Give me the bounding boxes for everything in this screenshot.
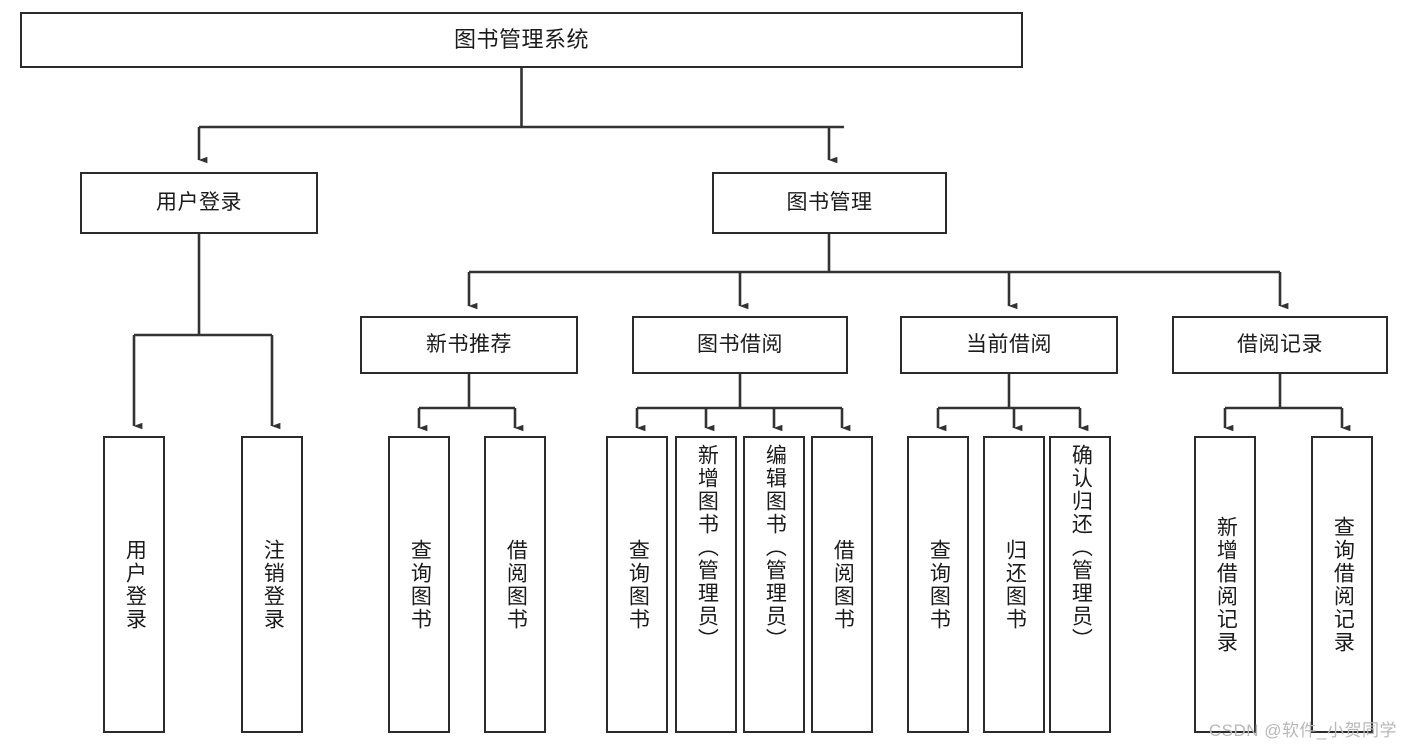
- node-leaf-user-login-label: 用户登录: [123, 538, 147, 631]
- node-leaf-query-book-borrow-label: 查询图书: [626, 538, 650, 631]
- node-current-borrow-label: 当前借阅: [966, 332, 1052, 356]
- node-book-borrow-label: 图书借阅: [697, 332, 783, 356]
- node-root-system[interactable]: 图书管理系统: [20, 12, 1023, 68]
- node-leaf-return-book[interactable]: 归还图书: [983, 436, 1045, 733]
- watermark-text: CSDN @软件_小贺同学: [1208, 721, 1397, 740]
- node-leaf-query-book-current-label: 查询图书: [927, 538, 951, 631]
- node-leaf-logout-login[interactable]: 注销登录: [241, 436, 303, 733]
- node-leaf-confirm-return[interactable]: 确认归还（管理员）: [1049, 436, 1111, 733]
- node-leaf-confirm-return-label: 确认归还（管理员）: [1069, 444, 1093, 651]
- node-new-book-rec-label: 新书推荐: [426, 332, 512, 356]
- node-leaf-query-book-rec-label: 查询图书: [408, 538, 432, 631]
- node-borrow-record-label: 借阅记录: [1237, 332, 1323, 356]
- node-leaf-query-record-label: 查询借阅记录: [1331, 515, 1355, 654]
- node-leaf-borrow-book-label: 借阅图书: [831, 538, 855, 631]
- node-book-manage[interactable]: 图书管理: [712, 172, 947, 234]
- node-leaf-logout-login-label: 注销登录: [261, 538, 285, 631]
- node-user-login[interactable]: 用户登录: [80, 172, 318, 234]
- node-leaf-edit-book-label: 编辑图书（管理员）: [763, 444, 787, 651]
- node-leaf-add-record-label: 新增借阅记录: [1214, 515, 1238, 654]
- node-leaf-borrow-book-rec[interactable]: 借阅图书: [484, 436, 546, 733]
- node-leaf-add-book[interactable]: 新增图书（管理员）: [675, 436, 737, 733]
- node-leaf-user-login[interactable]: 用户登录: [103, 436, 165, 733]
- node-book-manage-label: 图书管理: [786, 190, 873, 214]
- node-leaf-query-book-borrow[interactable]: 查询图书: [606, 436, 668, 733]
- node-leaf-edit-book[interactable]: 编辑图书（管理员）: [743, 436, 805, 733]
- node-leaf-return-book-label: 归还图书: [1003, 538, 1027, 631]
- node-leaf-query-book-current[interactable]: 查询图书: [907, 436, 969, 733]
- node-leaf-add-book-label: 新增图书（管理员）: [695, 444, 719, 651]
- node-borrow-record[interactable]: 借阅记录: [1172, 316, 1388, 374]
- node-user-login-label: 用户登录: [156, 190, 242, 214]
- node-current-borrow[interactable]: 当前借阅: [900, 316, 1118, 374]
- node-root-system-label: 图书管理系统: [453, 27, 589, 53]
- node-new-book-rec[interactable]: 新书推荐: [360, 316, 578, 374]
- node-leaf-query-record[interactable]: 查询借阅记录: [1311, 436, 1373, 733]
- node-leaf-add-record[interactable]: 新增借阅记录: [1194, 436, 1256, 733]
- node-book-borrow[interactable]: 图书借阅: [632, 316, 848, 374]
- node-leaf-query-book-rec[interactable]: 查询图书: [388, 436, 450, 733]
- node-leaf-borrow-book[interactable]: 借阅图书: [811, 436, 873, 733]
- node-leaf-borrow-book-rec-label: 借阅图书: [504, 538, 528, 631]
